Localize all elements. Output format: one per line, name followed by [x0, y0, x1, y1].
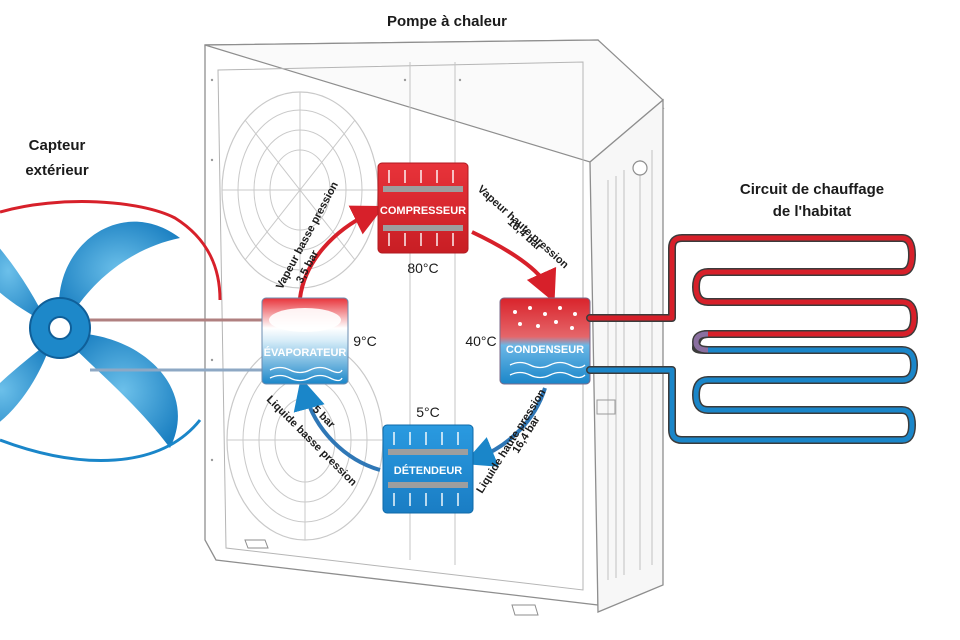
condenseur-block: CONDENSEUR 40°C: [465, 297, 591, 385]
fan-airflow-cold: [0, 419, 202, 462]
compresseur-temp: 80°C: [407, 260, 438, 276]
compresseur-block: COMPRESSEUR 80°C: [377, 162, 469, 276]
flow-arrow-icon: [463, 387, 547, 467]
heating-circuit: Circuit de chauffage de l'habitat: [586, 181, 918, 444]
diagram-title: Pompe à chaleur: [387, 13, 507, 30]
fan-icon: [0, 221, 181, 448]
outdoor-fan: Capteur extérieur: [0, 137, 265, 462]
detendeur-block: DÉTENDEUR 5°C: [382, 404, 474, 514]
side-handle: [596, 399, 616, 415]
outdoor-sensor-label-line2: extérieur: [25, 162, 89, 179]
flow-arrow-icon: [471, 230, 557, 303]
detendeur-label: DÉTENDEUR: [394, 464, 463, 477]
evaporateur-label: ÉVAPORATEUR: [264, 346, 347, 359]
heating-circuit-label-line1: Circuit de chauffage: [740, 181, 884, 198]
flow-arrow-icon: [293, 377, 381, 472]
detendeur-temp: 5°C: [416, 404, 440, 420]
condenseur-temp: 40°C: [465, 333, 496, 349]
outdoor-sensor-label-line1: Capteur: [29, 137, 86, 154]
refrigerant-loop: [293, 205, 557, 472]
fan-airflow-hot: [0, 200, 222, 301]
flow-arrow-icon: [298, 205, 385, 299]
evaporateur-block: ÉVAPORATEUR 9°C: [261, 297, 377, 385]
heating-circuit-label-line2: de l'habitat: [773, 203, 852, 220]
condenseur-label: CONDENSEUR: [506, 344, 584, 356]
evaporateur-temp: 9°C: [353, 333, 377, 349]
compresseur-label: COMPRESSEUR: [380, 205, 466, 217]
side-knob: [632, 160, 648, 176]
